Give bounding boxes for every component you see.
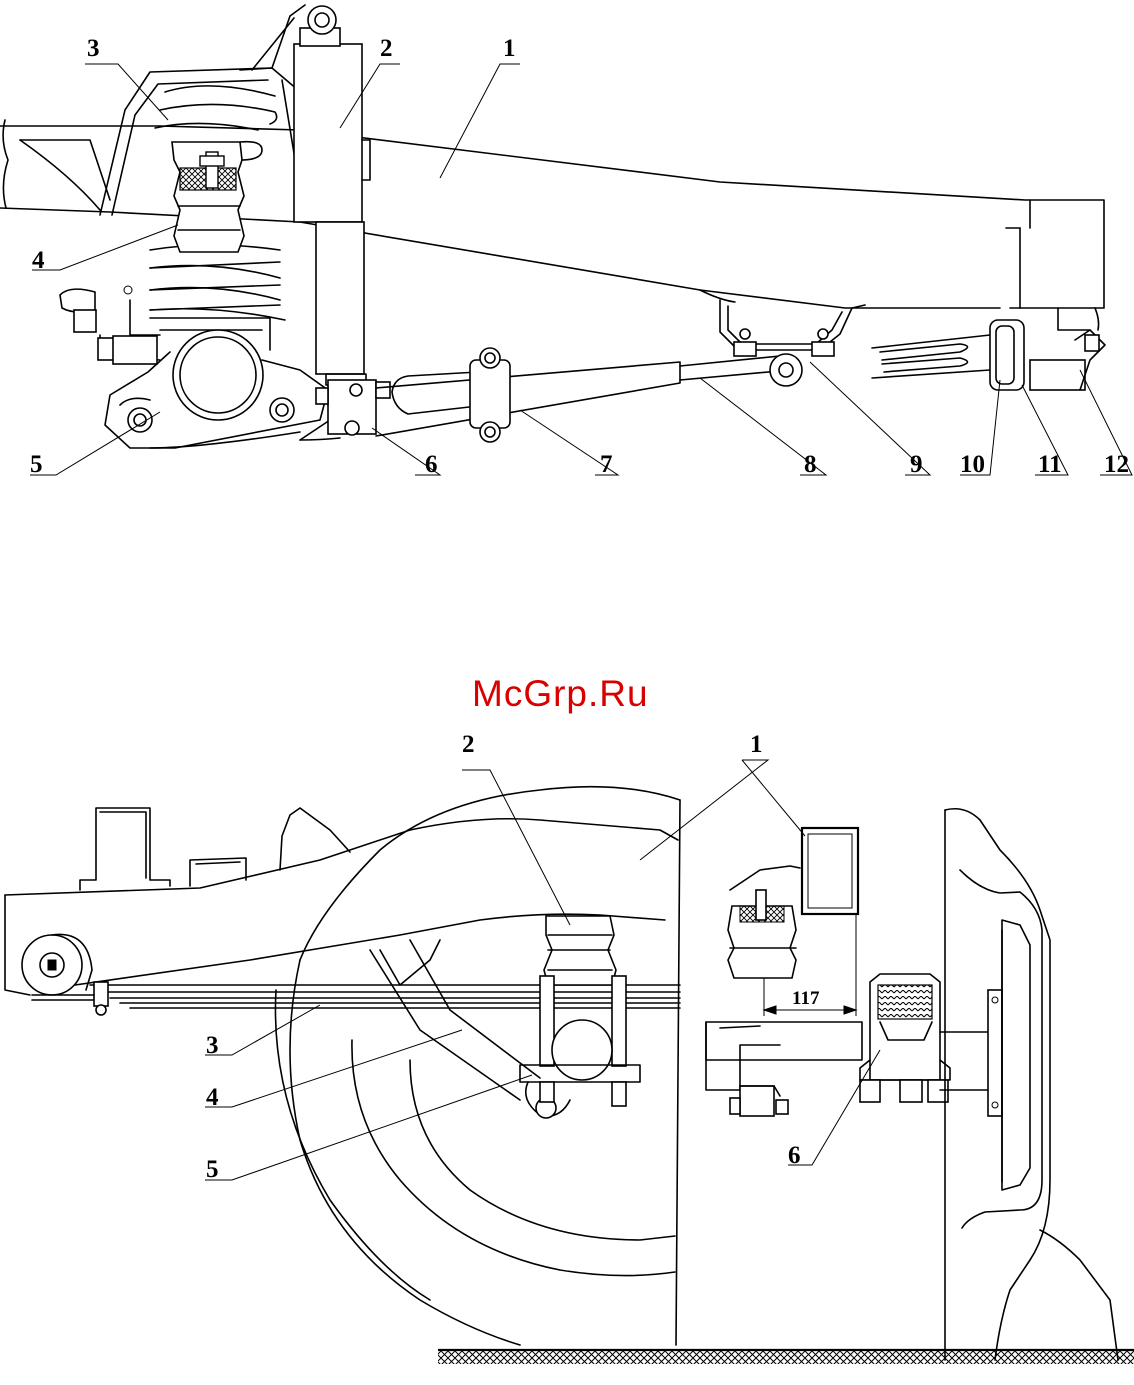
bottom-callout-3: 3: [206, 1032, 219, 1059]
wheel-hub: [945, 809, 1118, 1360]
watermark: McGrp.Ru: [472, 673, 649, 714]
upper-bump-stop: 117: [728, 828, 858, 1016]
bottom-assembly-view: 117: [5, 731, 1134, 1364]
dimension-117: 117: [792, 988, 820, 1009]
top-callout-9: 9: [910, 451, 923, 478]
bottom-callout-5: 5: [206, 1156, 219, 1183]
top-callout-1: 1: [503, 35, 516, 62]
top-callout-11: 11: [1038, 451, 1062, 478]
leaf-spring: [32, 982, 680, 1015]
diagonal-strut: [370, 940, 540, 1100]
top-callout-6: 6: [425, 451, 438, 478]
top-callout-7: 7: [600, 451, 613, 478]
bottom-callout-6: 6: [788, 1142, 801, 1169]
air-spring: [544, 916, 616, 985]
trailing-rod: [316, 348, 802, 442]
top-callout-10: 10: [960, 451, 985, 478]
top-assembly-view: 1 2 3 4 5 6 7 8 9 10 11 12: [0, 5, 1132, 478]
shock-absorber: [294, 6, 370, 385]
lower-arm-housing: [60, 286, 340, 448]
ground-line: [438, 1350, 1134, 1364]
top-callout-12: 12: [1104, 451, 1129, 478]
bump-stop: [172, 142, 244, 252]
bottom-callout-4: 4: [206, 1084, 219, 1111]
frame-rail: [0, 120, 1104, 308]
bottom-callout-1: 1: [750, 731, 763, 758]
bottom-callout-2: 2: [462, 731, 475, 758]
top-callout-5: 5: [30, 451, 43, 478]
top-callout-3: 3: [87, 35, 100, 62]
top-callout-2: 2: [380, 35, 393, 62]
top-callout-8: 8: [804, 451, 817, 478]
top-callout-4: 4: [32, 247, 45, 274]
axle-shaft: [872, 308, 1105, 390]
